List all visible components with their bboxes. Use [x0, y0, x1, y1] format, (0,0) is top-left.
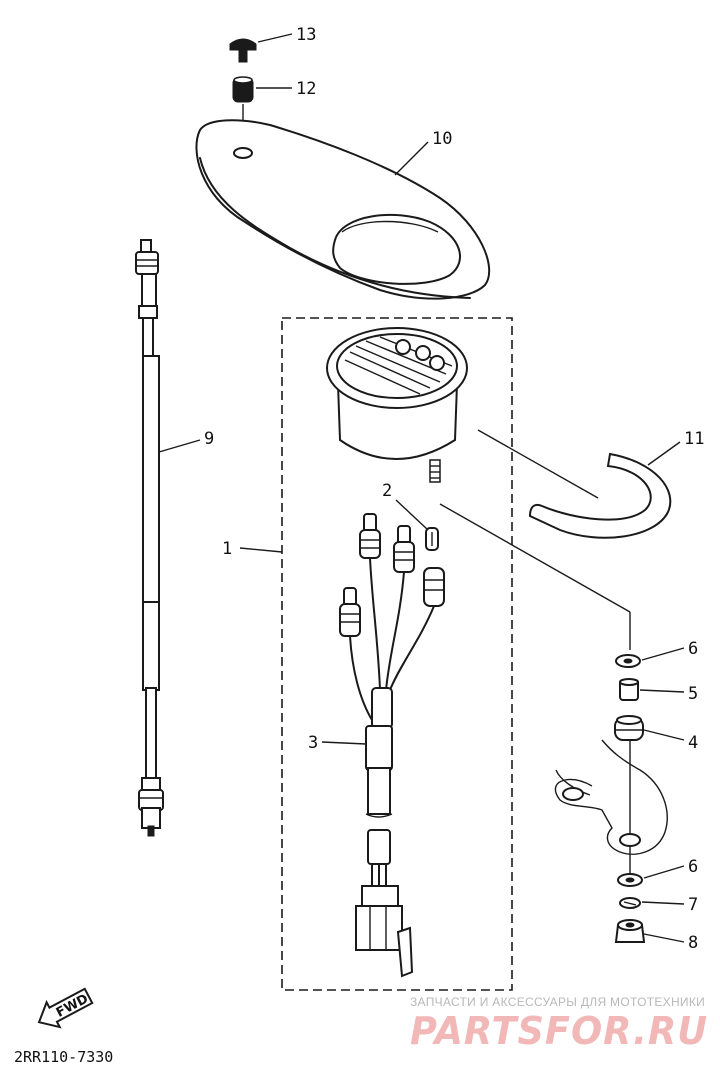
part-code: 2RR110-7330 [14, 1048, 113, 1066]
meter-stud [429, 459, 441, 483]
callout-6-lower: 6 [688, 857, 698, 877]
callout-10: 10 [432, 129, 452, 149]
callout-7: 7 [688, 895, 698, 915]
mount-line [439, 503, 631, 880]
watermark-tagline: ЗАПЧАСТИ И АКСЕССУАРЫ ДЛЯ МОТОТЕХНИКИ [410, 995, 705, 1009]
leader-13 [257, 33, 293, 43]
callout-4: 4 [688, 733, 698, 753]
callout-5: 5 [688, 684, 698, 704]
leader-2 [395, 499, 429, 531]
harness-part-3 [355, 687, 414, 978]
ring-part-11 [528, 452, 672, 539]
socket-c [339, 587, 361, 637]
socket-a [359, 513, 381, 559]
watermark-brand: PARTSFOR.RU [410, 1009, 708, 1053]
callout-2: 2 [382, 481, 392, 501]
callout-12: 12 [296, 79, 316, 99]
leader-11 [477, 429, 681, 499]
screw-part-13 [229, 38, 257, 63]
fwd-arrow: FWD [37, 987, 94, 1029]
callout-8: 8 [688, 933, 698, 953]
collar-part-5 [619, 678, 639, 701]
callout-1: 1 [222, 539, 232, 559]
washer-part-6-lower [617, 873, 643, 887]
lockwasher-part-7 [619, 897, 641, 909]
leader-10 [394, 141, 429, 176]
bulb-part-2 [425, 527, 439, 551]
bracket [554, 739, 668, 855]
leader-9 [158, 439, 201, 453]
socket-b [393, 525, 415, 573]
callout-3: 3 [308, 733, 318, 753]
nut-part-8 [614, 919, 646, 943]
callout-13: 13 [296, 25, 316, 45]
cover-plate-part-10 [195, 119, 491, 300]
leader-1 [239, 547, 283, 553]
meter-unit [326, 327, 468, 483]
callout-9: 9 [204, 429, 214, 449]
right-leaders [639, 647, 685, 943]
leader-3 [321, 741, 367, 745]
socket-d [423, 567, 445, 607]
callout-11: 11 [684, 429, 704, 449]
collar-part-12 [232, 76, 254, 103]
cable-part-9 [135, 239, 164, 837]
washer-part-6-upper [615, 654, 641, 668]
bulb-sockets [339, 513, 445, 637]
wires [349, 557, 435, 721]
callout-6-upper: 6 [688, 639, 698, 659]
assembly-box-part-1 [281, 317, 513, 991]
grommet-part-4 [614, 715, 644, 741]
